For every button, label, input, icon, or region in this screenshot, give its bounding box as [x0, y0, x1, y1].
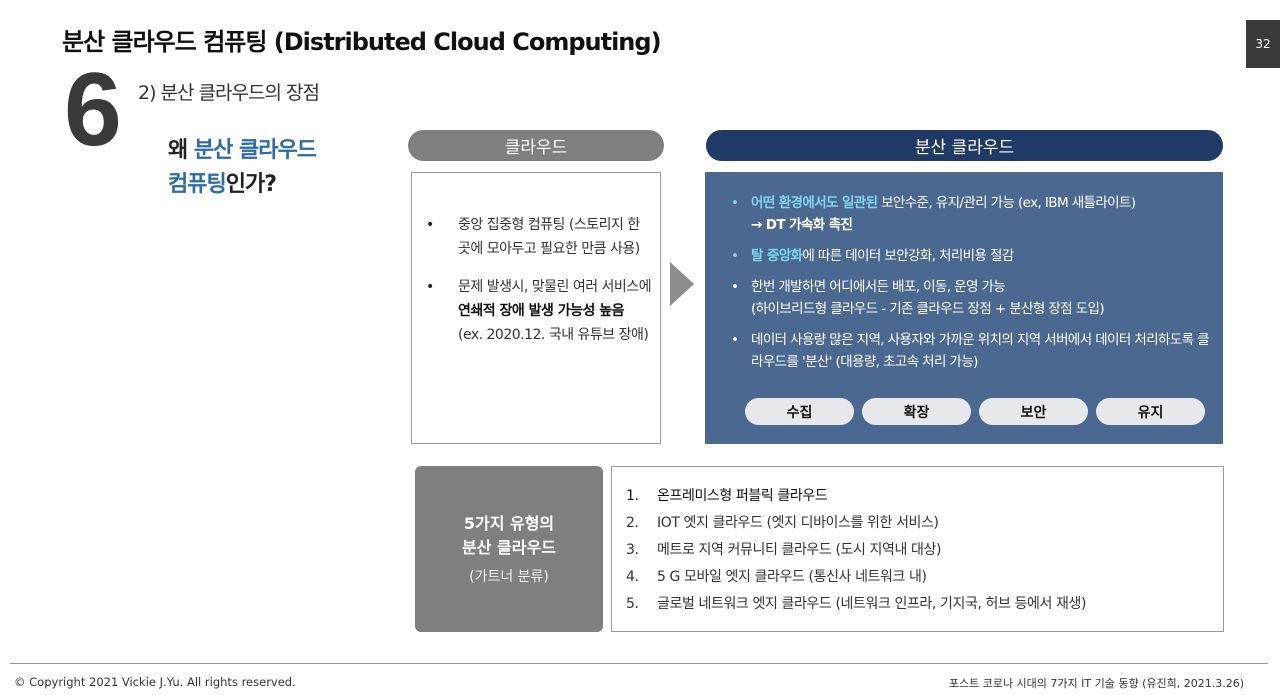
cloud-bullet-1: 중앙 집중형 컴퓨팅 (스토리지 한 곳에 모아두고 필요한 만큼 사용) [426, 213, 652, 261]
cloud-bullet-2: 문제 발생시, 맞물린 여러 서비스에 연쇄적 장애 발생 가능성 높음 (ex… [426, 275, 652, 347]
feature-tags: 수집 확장 보안 유지 [745, 398, 1205, 425]
why-heading: 왜 분산 클라우드 컴퓨팅인가? [168, 134, 317, 202]
tag-maintain: 유지 [1096, 398, 1205, 425]
tag-security: 보안 [979, 398, 1088, 425]
five-types-box: 5가지 유형의 분산 클라우드 (가트너 분류) [415, 466, 603, 632]
distributed-cloud-description-box: 어떤 환경에서도 일관된 보안수준, 유지/관리 가능 (ex, IBM 새틀라… [705, 172, 1223, 444]
tag-collect: 수집 [745, 398, 854, 425]
copyright: © Copyright 2021 Vickie J.Yu. All rights… [14, 675, 296, 689]
distributed-bullet-2: 탈 중앙화에 따른 데이터 보안강화, 처리비용 절감 [731, 245, 1211, 267]
type-item-4: 4.5 G 모바일 엣지 클라우드 (통신사 네트워크 내) [626, 569, 927, 585]
type-item-2: 2.IOT 엣지 클라우드 (엣지 디바이스를 위한 서비스) [626, 515, 939, 531]
source-citation: 포스트 코로나 시대의 7가지 IT 기술 동향 (유진희, 2021.3.26… [948, 677, 1244, 690]
cloud-description-box: 중앙 집중형 컴퓨팅 (스토리지 한 곳에 모아두고 필요한 만큼 사용) 문제… [411, 172, 661, 444]
footer-divider [10, 663, 1268, 664]
dt-acceleration: → DT 가속화 촉진 [751, 217, 853, 233]
cloud-bullet-list: 중앙 집중형 컴퓨팅 (스토리지 한 곳에 모아두고 필요한 만큼 사용) 문제… [426, 213, 652, 361]
type-item-1: 1.온프레미스형 퍼블릭 클라우드 [626, 488, 828, 504]
five-types-title: 5가지 유형의 분산 클라우드 [462, 514, 556, 557]
type-item-3: 3.메트로 지역 커뮤니티 클라우드 (도시 지역내 대상) [626, 542, 942, 558]
right-arrow-icon [670, 262, 694, 306]
distributed-bullet-4: 데이터 사용량 많은 지역, 사용자와 가까운 위치의 지역 서버에서 데이터 … [731, 329, 1211, 373]
distributed-bullet-1: 어떤 환경에서도 일관된 보안수준, 유지/관리 가능 (ex, IBM 새틀라… [731, 192, 1211, 236]
tag-expand: 확장 [862, 398, 971, 425]
distributed-bullet-list: 어떤 환경에서도 일관된 보안수준, 유지/관리 가능 (ex, IBM 새틀라… [731, 192, 1211, 382]
five-types-list: 1.온프레미스형 퍼블릭 클라우드 2.IOT 엣지 클라우드 (엣지 디바이스… [626, 483, 1086, 618]
cloud-bullet-2-bold: 연쇄적 장애 발생 가능성 높음 [458, 303, 625, 319]
slide-title: 분산 클라우드 컴퓨팅 (Distributed Cloud Computing… [62, 28, 662, 56]
distributed-bullet-3: 한번 개발하면 어디에서든 배포, 이동, 운영 가능(하이브리드형 클라우드 … [731, 276, 1211, 320]
page-number: 32 [1246, 20, 1280, 68]
distributed-cloud-label: 분산 클라우드 [706, 130, 1223, 161]
why-highlight-2: 컴퓨팅 [168, 172, 227, 197]
why-highlight-1: 분산 클라우드 [193, 138, 317, 163]
five-types-list-box: 1.온프레미스형 퍼블릭 클라우드 2.IOT 엣지 클라우드 (엣지 디바이스… [611, 466, 1224, 632]
why-line-1: 왜 분산 클라우드 [168, 138, 317, 163]
five-types-source: (가트너 분류) [469, 569, 549, 585]
section-number: 6 [64, 52, 122, 168]
type-item-5: 5.글로벌 네트워크 엣지 클라우드 (네트워크 인프라, 기지국, 허브 등에… [626, 596, 1087, 612]
section-subtitle: 2) 분산 클라우드의 장점 [138, 82, 320, 104]
cloud-label: 클라우드 [408, 130, 664, 161]
why-line-2: 컴퓨팅인가? [168, 172, 277, 197]
